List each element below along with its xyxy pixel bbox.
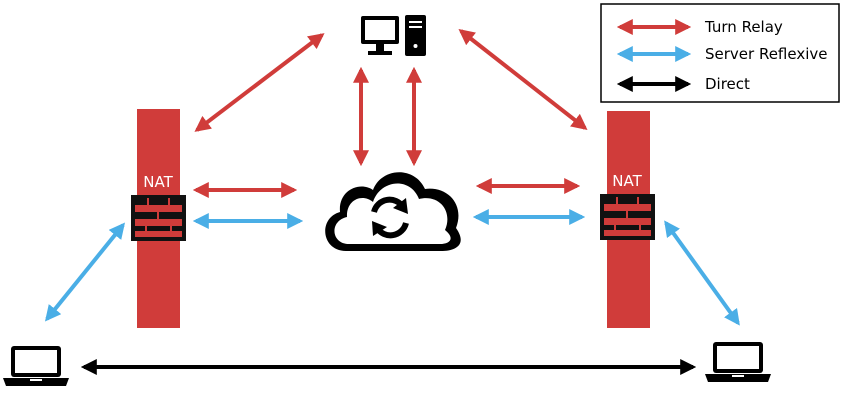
reflexive-arrow-nat-right-laptop xyxy=(664,220,740,326)
left-firewall-icon xyxy=(131,195,186,241)
legend: Turn Relay Server Reflexive Direct xyxy=(600,3,840,103)
legend-item-reflexive: Server Reflexive xyxy=(616,45,828,63)
relay-arrow-server-right-nat xyxy=(458,29,588,130)
reflexive-arrow-left-laptop-nat xyxy=(44,222,126,322)
right-firewall-icon xyxy=(600,194,655,240)
left-nat-label: NAT xyxy=(143,173,173,191)
relay-arrows xyxy=(192,29,588,198)
server-computer-icon xyxy=(361,15,426,56)
legend-label-direct: Direct xyxy=(705,75,750,93)
legend-item-relay: Turn Relay xyxy=(616,18,783,36)
reflexive-arrows xyxy=(44,209,740,326)
right-laptop-icon xyxy=(705,342,771,382)
legend-label-relay: Turn Relay xyxy=(704,18,783,36)
relay-arrow-left-nat-server xyxy=(194,33,325,132)
legend-item-direct: Direct xyxy=(616,75,750,93)
legend-label-reflexive: Server Reflexive xyxy=(705,45,828,63)
right-nat-label: NAT xyxy=(612,172,642,190)
left-laptop-icon xyxy=(3,346,69,386)
cloud-sync-icon xyxy=(325,172,461,251)
